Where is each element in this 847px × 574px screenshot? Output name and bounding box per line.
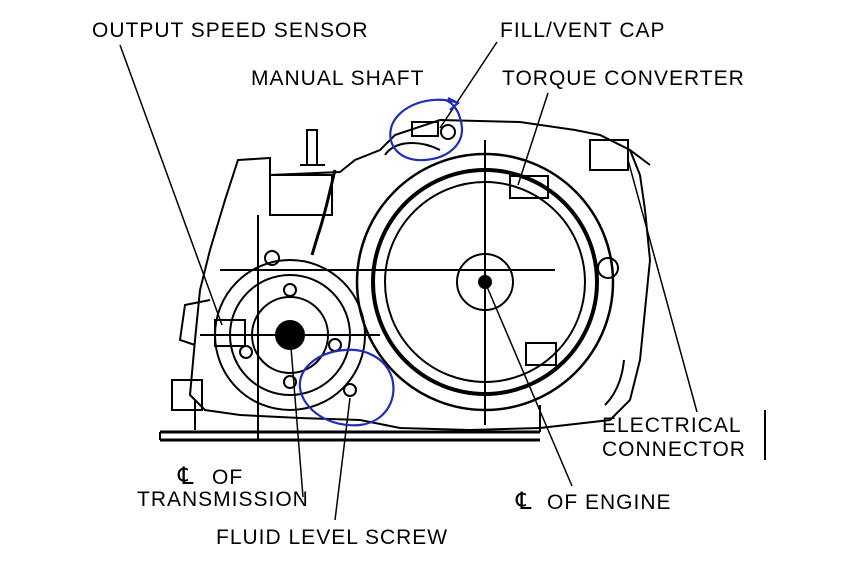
blue-annotations xyxy=(298,97,463,427)
label-centerline-symbol-engine: ℄ xyxy=(515,488,532,515)
label-of-transmission: OF xyxy=(212,466,243,489)
label-transmission: TRANSMISSION xyxy=(137,488,309,511)
leader-torque-converter xyxy=(517,92,549,186)
vent-hose xyxy=(384,142,441,156)
fluid-screw-circle-annotation xyxy=(298,348,395,427)
left-mount xyxy=(171,379,203,411)
flange-bolt-bottom xyxy=(283,375,297,389)
fluid-level-screw xyxy=(343,383,357,397)
manual-shaft xyxy=(306,129,318,166)
fill-cap-arrow-annotation xyxy=(447,97,460,111)
connector-lead xyxy=(629,149,651,166)
label-of-engine: OF ENGINE xyxy=(547,491,672,514)
vent-tube xyxy=(310,169,337,256)
leader-transmission-centerline xyxy=(289,334,304,498)
housing-rib xyxy=(604,359,625,406)
fill-cap-circle-annotation xyxy=(389,98,463,162)
leader-fluid-level-screw xyxy=(334,397,351,521)
label-output-speed-sensor: OUTPUT SPEED SENSOR xyxy=(92,19,369,42)
leader-electrical-connector xyxy=(627,159,698,413)
housing-outline xyxy=(188,118,652,432)
fill-vent-cap xyxy=(411,121,439,137)
converter-lug-right xyxy=(597,257,619,279)
converter-lug-top xyxy=(509,175,549,199)
label-fluid-level-screw: FLUID LEVEL SCREW xyxy=(216,526,448,549)
label-electrical: ELECTRICAL xyxy=(602,414,742,437)
label-manual-shaft: MANUAL SHAFT xyxy=(251,67,424,90)
label-centerline-symbol-transmission: ℄ xyxy=(177,463,194,490)
transmission-outline xyxy=(159,118,652,442)
flange-bolt-right xyxy=(328,338,342,352)
fill-vent-cap-knob xyxy=(440,124,456,140)
sensor-housing xyxy=(178,299,211,346)
converter-lug-bottom xyxy=(525,342,557,366)
valve-body-cover xyxy=(269,174,333,216)
leader-output-speed-sensor xyxy=(119,44,223,326)
valve-bolt xyxy=(264,250,280,266)
leader-fill-vent-cap xyxy=(439,41,498,129)
label-fill-vent-cap: FILL/VENT CAP xyxy=(500,19,666,42)
label-connector: CONNECTOR xyxy=(602,438,746,461)
electrical-connector xyxy=(589,139,629,171)
label-torque-converter: TORQUE CONVERTER xyxy=(502,67,745,90)
flange-bolt-left xyxy=(239,345,253,359)
flange-bolt-top xyxy=(283,283,297,297)
